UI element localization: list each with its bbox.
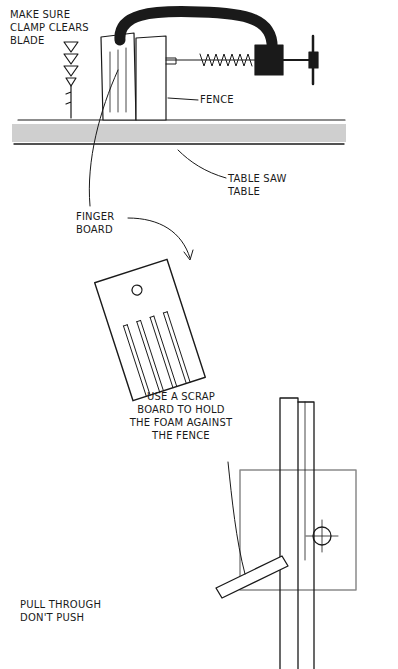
scrap-leader bbox=[228, 462, 245, 574]
clamp-pad bbox=[166, 58, 176, 64]
fence-leader bbox=[168, 98, 198, 100]
clamp-handle bbox=[312, 36, 315, 84]
arrow-head bbox=[184, 250, 193, 260]
finger-board-side bbox=[101, 33, 136, 120]
clamp-jaw bbox=[255, 45, 283, 75]
finger-board-arrow bbox=[128, 218, 190, 258]
finger-board-drawing bbox=[95, 259, 206, 400]
annotation-label: USE A SCRAP BOARD TO HOLD THE FOAM AGAIN… bbox=[128, 390, 234, 442]
annotation-label: MAKE SURE CLAMP CLEARS BLADE bbox=[10, 8, 102, 47]
saw-blade-stem bbox=[66, 86, 71, 118]
fence-strip bbox=[280, 398, 298, 669]
foam-strip bbox=[298, 402, 314, 669]
finger-board-leader bbox=[89, 70, 118, 206]
saw-blade bbox=[64, 42, 78, 86]
annotation-label: PULL THROUGH DON'T PUSH bbox=[20, 598, 130, 624]
scrap-board bbox=[216, 556, 288, 598]
table-bottom-line bbox=[14, 143, 344, 144]
blade-axis bbox=[306, 520, 338, 552]
annotation-label: FENCE bbox=[200, 93, 260, 106]
annotation-label: FINGER BOARD bbox=[76, 210, 136, 236]
table-leader bbox=[178, 150, 226, 178]
fence-block bbox=[136, 36, 166, 120]
annotation-label: TABLE SAW TABLE bbox=[228, 172, 308, 198]
foam-cut-line bbox=[305, 402, 306, 560]
table-saw-table bbox=[12, 124, 346, 142]
table-top-line bbox=[18, 119, 345, 120]
clamp-frame bbox=[120, 12, 272, 52]
clamp-screw bbox=[200, 54, 252, 66]
finger-slots bbox=[110, 48, 126, 112]
